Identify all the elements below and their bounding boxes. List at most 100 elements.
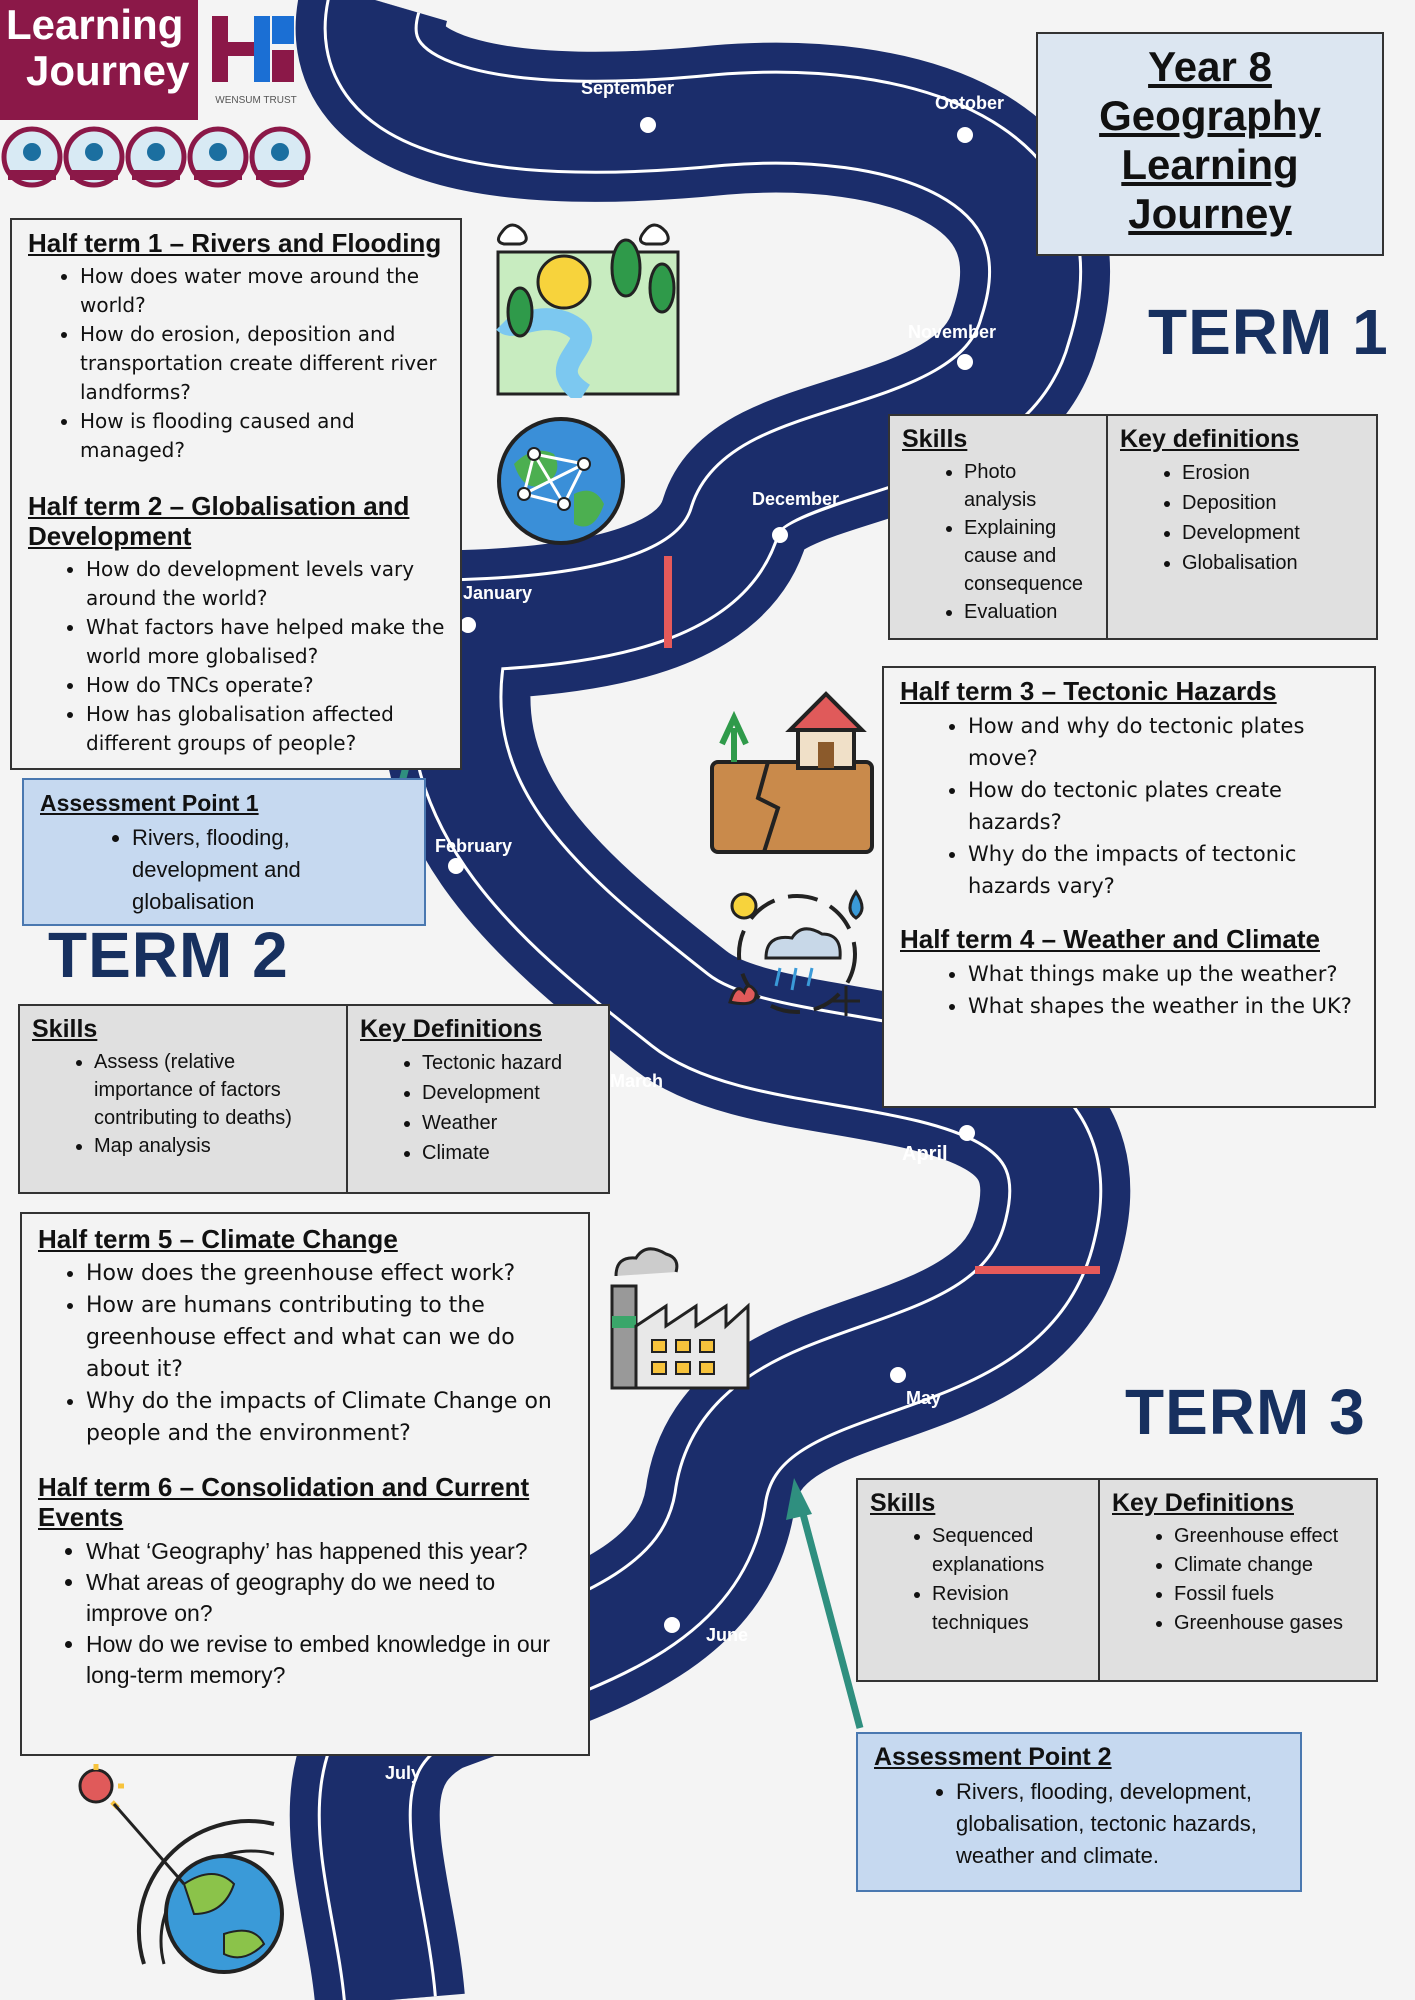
definitions-list: Tectonic hazard Development Weather Clim… bbox=[360, 1048, 596, 1168]
list-item: Map analysis bbox=[94, 1132, 334, 1160]
half-term-2-list: How do development levels vary around th… bbox=[28, 555, 448, 758]
half-term-1-list: How does water move around the world? Ho… bbox=[28, 262, 448, 465]
half-term-2-heading: Half term 2 – Globalisation and Developm… bbox=[28, 491, 410, 551]
sun-earth-climate-icon bbox=[74, 1764, 294, 1976]
definitions-list: Greenhouse effect Climate change Fossil … bbox=[1112, 1522, 1364, 1638]
term1-skills-cell: Skills Photo analysis Explaining cause a… bbox=[890, 416, 1108, 638]
title-line-2: Geography bbox=[1099, 92, 1321, 139]
list-item: What ‘Geography’ has happened this year? bbox=[86, 1536, 572, 1567]
list-item: Rivers, flooding, development and global… bbox=[132, 822, 408, 918]
term1-skills-definitions-box: Skills Photo analysis Explaining cause a… bbox=[888, 414, 1378, 640]
list-item: How does water move around the world? bbox=[80, 262, 448, 320]
list-item: What areas of geography do we need to im… bbox=[86, 1567, 572, 1629]
list-item: Photo analysis bbox=[964, 458, 1094, 514]
list-item: Why do the impacts of tectonic hazards v… bbox=[968, 838, 1358, 902]
half-term-4-heading: Half term 4 – Weather and Climate bbox=[900, 924, 1320, 954]
list-item: How and why do tectonic plates move? bbox=[968, 710, 1358, 774]
term3-heading: TERM 3 bbox=[1125, 1376, 1366, 1448]
term3-skills-cell: Skills Sequenced explanations Revision t… bbox=[858, 1480, 1100, 1680]
month-dot bbox=[890, 1367, 906, 1383]
half-term-4-list: What things make up the weather? What sh… bbox=[900, 958, 1358, 1022]
term2-skills-definitions-box: Skills Assess (relative importance of fa… bbox=[18, 1004, 610, 1194]
title-line-1: Year 8 bbox=[1148, 43, 1272, 90]
month-february: February bbox=[435, 836, 513, 856]
month-september: September bbox=[581, 78, 675, 98]
assessment-point-1-heading: Assessment Point 1 bbox=[40, 790, 259, 816]
term2-skills-cell: Skills Assess (relative importance of fa… bbox=[20, 1006, 348, 1192]
list-item: Sequenced explanations bbox=[932, 1522, 1086, 1580]
arrow-head bbox=[786, 1478, 812, 1520]
term1-heading: TERM 1 bbox=[1148, 296, 1389, 368]
list-item: How has globalisation affected different… bbox=[86, 700, 448, 758]
list-item: Globalisation bbox=[1182, 548, 1364, 578]
half-term-3-list: How and why do tectonic plates move? How… bbox=[900, 710, 1358, 902]
half-term-6-list: What ‘Geography’ has happened this year?… bbox=[38, 1536, 572, 1691]
month-dot bbox=[664, 1617, 680, 1633]
month-december: December bbox=[752, 489, 840, 509]
skills-list: Assess (relative importance of factors c… bbox=[32, 1048, 334, 1160]
half-terms-3-4-box: Half term 3 – Tectonic Hazards How and w… bbox=[882, 666, 1376, 1108]
list-item: Why do the impacts of Climate Change on … bbox=[86, 1386, 572, 1450]
list-item: Climate bbox=[422, 1138, 596, 1168]
list-item: Rivers, flooding, development, globalisa… bbox=[956, 1776, 1284, 1872]
arrow-line bbox=[798, 1509, 864, 1729]
list-item: Weather bbox=[422, 1108, 596, 1138]
half-terms-5-6-box: Half term 5 – Climate Change How does th… bbox=[20, 1212, 590, 1756]
river-landscape-icon bbox=[494, 212, 682, 404]
school-logo: WENSUM TRUST bbox=[208, 10, 304, 106]
list-item: What factors have helped make the world … bbox=[86, 613, 448, 671]
month-dot bbox=[448, 858, 464, 874]
term2-heading: TERM 2 bbox=[48, 919, 289, 991]
month-november: November bbox=[908, 322, 997, 342]
month-march: March bbox=[610, 1071, 664, 1091]
term1-definitions-cell: Key definitions Erosion Deposition Devel… bbox=[1108, 416, 1376, 638]
half-term-3-heading: Half term 3 – Tectonic Hazards bbox=[900, 676, 1277, 706]
half-term-5-list: How does the greenhouse effect work? How… bbox=[38, 1258, 572, 1450]
month-june: June bbox=[706, 1625, 749, 1645]
globe-network-icon bbox=[494, 414, 628, 548]
list-item: What things make up the weather? bbox=[968, 958, 1358, 990]
term3-skills-definitions-box: Skills Sequenced explanations Revision t… bbox=[856, 1478, 1378, 1682]
school-name: WENSUM TRUST bbox=[215, 95, 297, 106]
definitions-heading: Key Definitions bbox=[360, 1015, 542, 1043]
list-item: Revision techniques bbox=[932, 1580, 1086, 1638]
month-dot bbox=[640, 117, 656, 133]
month-dot bbox=[959, 1125, 975, 1141]
list-item: Greenhouse gases bbox=[1174, 1609, 1364, 1638]
learning-journey-logo: Learning Journey bbox=[0, 0, 198, 120]
title-line-4: Journey bbox=[1128, 190, 1292, 237]
list-item: Tectonic hazard bbox=[422, 1048, 596, 1078]
list-item: Erosion bbox=[1182, 458, 1364, 488]
skills-heading: Skills bbox=[902, 425, 968, 453]
weather-climate-icon bbox=[716, 876, 878, 1026]
term3-definitions-cell: Key Definitions Greenhouse effect Climat… bbox=[1100, 1480, 1376, 1680]
list-item: Assess (relative importance of factors c… bbox=[94, 1048, 334, 1132]
list-item: How does the greenhouse effect work? bbox=[86, 1258, 572, 1290]
list-item: How do erosion, deposition and transport… bbox=[80, 320, 448, 407]
list-item: How do we revise to embed knowledge in o… bbox=[86, 1629, 572, 1691]
list-item: What shapes the weather in the UK? bbox=[968, 990, 1358, 1022]
definitions-heading: Key Definitions bbox=[1112, 1489, 1294, 1517]
skills-list: Photo analysis Explaining cause and cons… bbox=[902, 458, 1094, 626]
title-line-3: Learning bbox=[1121, 141, 1299, 188]
earthquake-house-icon bbox=[708, 688, 876, 856]
list-item: Evaluation bbox=[964, 598, 1094, 626]
list-item: How do tectonic plates create hazards? bbox=[968, 774, 1358, 838]
list-item: Development bbox=[422, 1078, 596, 1108]
month-january: January bbox=[463, 583, 533, 603]
half-term-6-heading: Half term 6 – Consolidation and Current … bbox=[38, 1472, 530, 1532]
list-item: Greenhouse effect bbox=[1174, 1522, 1364, 1551]
list-item: Fossil fuels bbox=[1174, 1580, 1364, 1609]
list-item: Development bbox=[1182, 518, 1364, 548]
list-item: How is flooding caused and managed? bbox=[80, 407, 448, 465]
list-item: Explaining cause and consequence bbox=[964, 514, 1094, 598]
school-values-row bbox=[0, 124, 312, 190]
list-item: Deposition bbox=[1182, 488, 1364, 518]
month-dot bbox=[772, 527, 788, 543]
month-may: May bbox=[906, 1388, 942, 1408]
term2-definitions-cell: Key Definitions Tectonic hazard Developm… bbox=[348, 1006, 608, 1192]
definitions-heading: Key definitions bbox=[1120, 425, 1300, 453]
logo-line2: Journey bbox=[26, 47, 190, 94]
month-dot bbox=[957, 127, 973, 143]
assessment-point-2-box: Assessment Point 2 Rivers, flooding, dev… bbox=[856, 1732, 1302, 1892]
